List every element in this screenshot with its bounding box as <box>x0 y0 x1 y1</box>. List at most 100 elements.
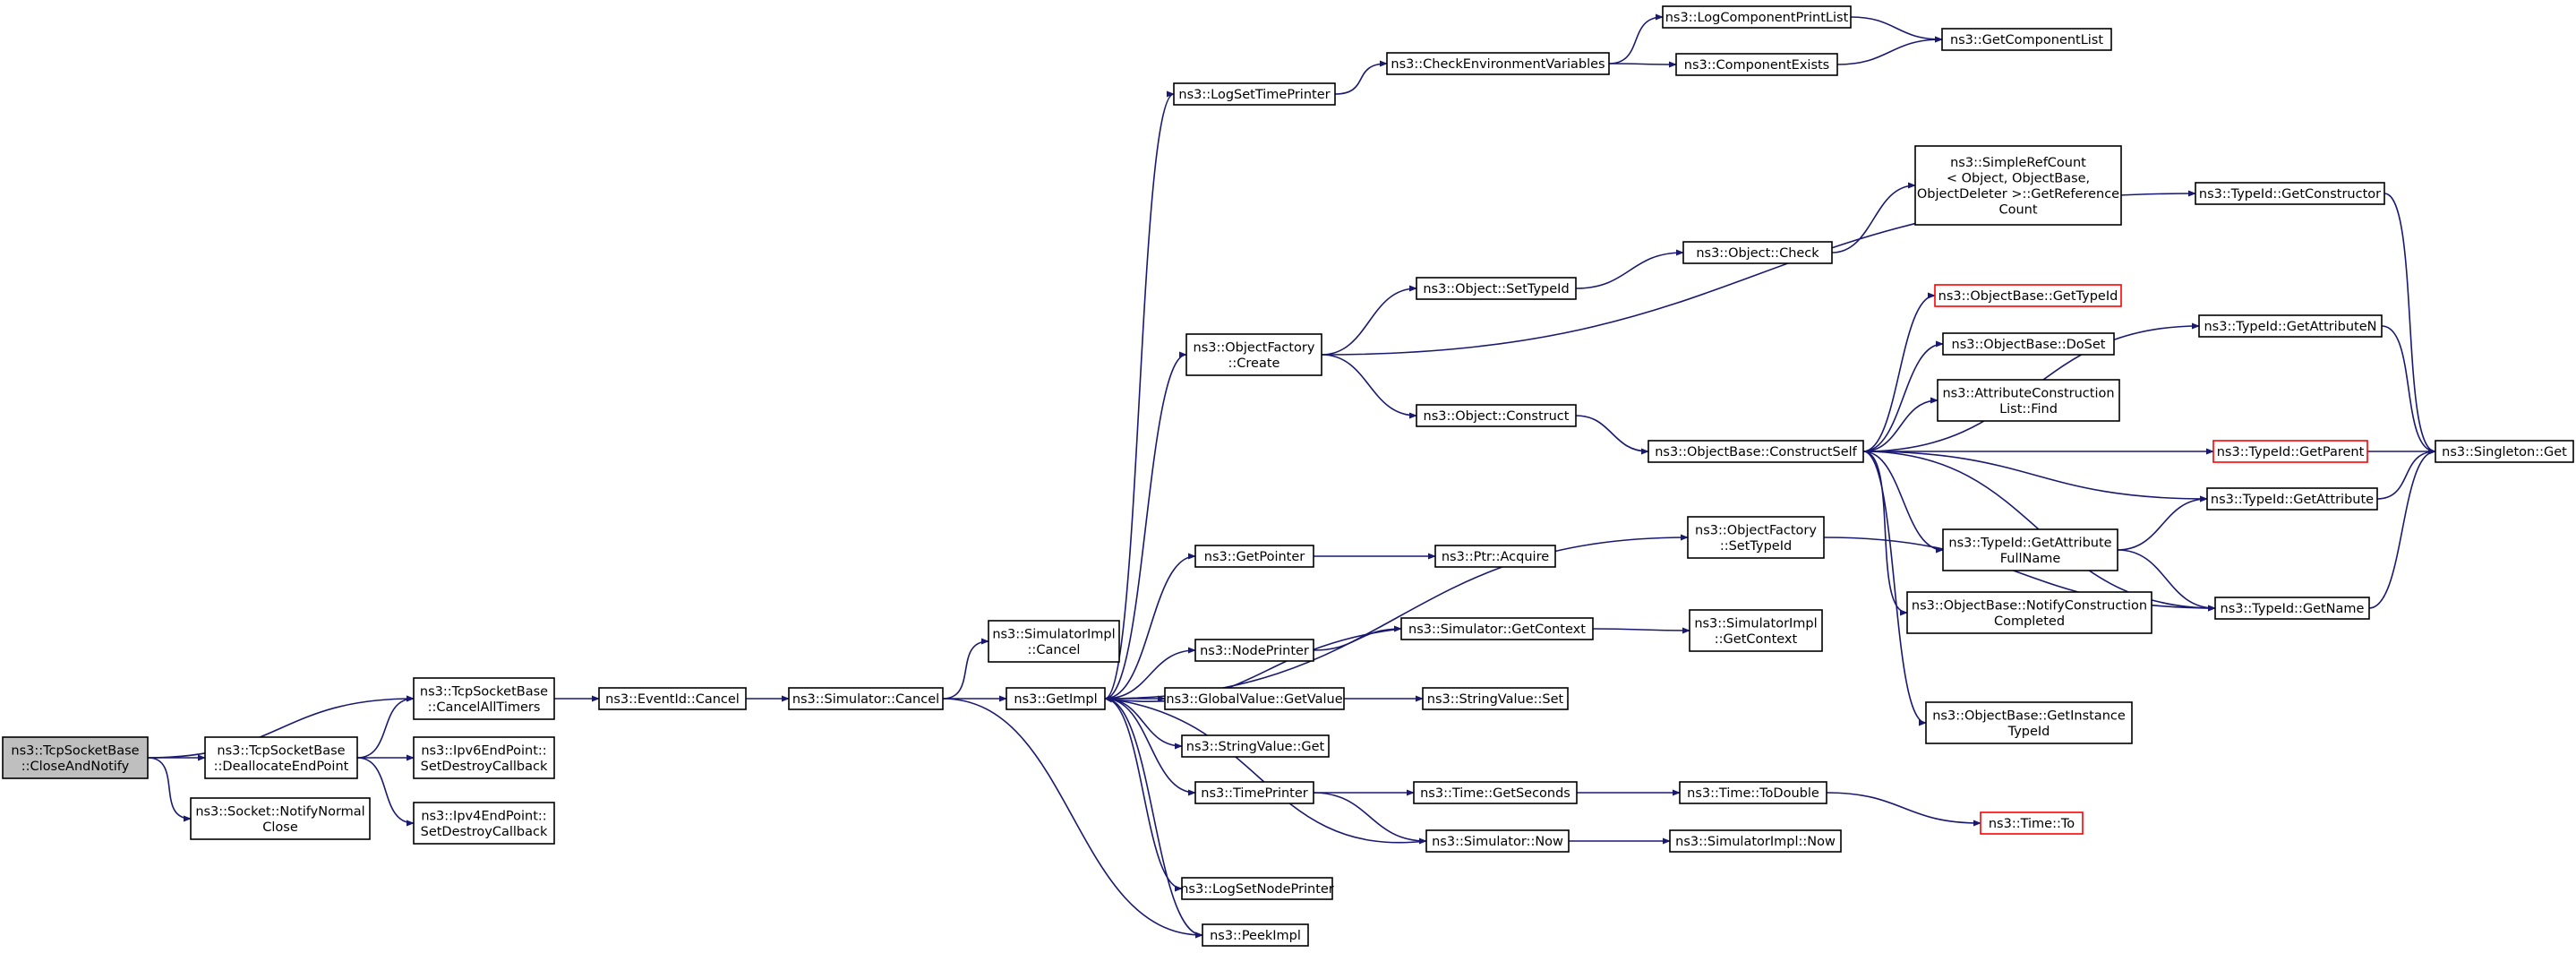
function-node-typeid_get_parent[interactable]: ns3::TypeId::GetParent <box>2212 440 2368 463</box>
function-node-object_set_type_id[interactable]: ns3::Object::SetTypeId <box>1416 277 1577 300</box>
node-box <box>1980 811 2084 835</box>
function-node-construct_self[interactable]: ns3::ObjectBase::ConstructSelf <box>1647 440 1864 463</box>
node-label-line: ns3::Object::Construct <box>1424 409 1570 424</box>
function-node-typeid_get_attribute_n[interactable]: ns3::TypeId::GetAttributeN <box>2198 314 2383 338</box>
function-node-notify_construction_completed[interactable]: ns3::ObjectBase::NotifyConstructionCompl… <box>1906 591 2152 634</box>
node-box <box>1434 545 1556 568</box>
node-box <box>413 802 555 845</box>
function-node-log_set_time_printer[interactable]: ns3::LogSetTimePrinter <box>1173 82 1336 106</box>
node-label-line: Completed <box>1994 614 2065 629</box>
node-box <box>2435 440 2574 463</box>
node-box <box>2195 182 2385 205</box>
function-node-object_construct[interactable]: ns3::Object::Construct <box>1416 404 1577 427</box>
node-box <box>1937 379 2120 422</box>
call-edges <box>147 13 2436 939</box>
function-node-singleton_get[interactable]: ns3::Singleton::Get <box>2435 440 2574 463</box>
node-label-line: ns3::Ptr::Acquire <box>1442 550 1549 564</box>
node-label-line: ns3::NodePrinter <box>1200 644 1309 658</box>
function-node-get_component_list[interactable]: ns3::GetComponentList <box>1941 28 2112 51</box>
call-edge-get_impl-to-object_factory_set_type_id <box>1104 534 1689 700</box>
call-edge-typeid_get_attribute-to-singleton_get <box>2376 448 2436 500</box>
function-node-simple_ref_count[interactable]: ns3::SimpleRefCount< Object, ObjectBase,… <box>1914 145 2122 226</box>
function-node-typeid_get_attribute[interactable]: ns3::TypeId::GetAttribute <box>2206 487 2378 511</box>
node-label-line: ns3::StringValue::Get <box>1186 740 1325 754</box>
function-node-time_to_double[interactable]: ns3::Time::ToDouble <box>1679 781 1827 804</box>
node-label-line: ns3::ObjectFactory <box>1695 523 1817 537</box>
call-edge-simulator_get_context-to-get_impl <box>1104 628 1402 703</box>
function-node-object_check[interactable]: ns3::Object::Check <box>1682 241 1833 264</box>
function-node-simulator_cancel[interactable]: ns3::Simulator::Cancel <box>788 687 944 710</box>
function-node-check_env_vars[interactable]: ns3::CheckEnvironmentVariables <box>1386 52 1610 75</box>
node-box <box>1202 923 1309 947</box>
function-node-log_component_print_list[interactable]: ns3::LogComponentPrintList <box>1662 5 1852 29</box>
call-edge-construct_self-to-attr_construction_list_find <box>1862 397 1938 452</box>
node-box <box>1669 829 1842 853</box>
function-node-typeid_get_name[interactable]: ns3::TypeId::GetName <box>2214 597 2370 620</box>
node-label-line: ns3::GetComponentList <box>1950 33 2103 47</box>
function-node-objectbase_get_type_id[interactable]: ns3::ObjectBase::GetTypeId <box>1934 284 2122 307</box>
function-node-peek_impl[interactable]: ns3::PeekImpl <box>1202 923 1309 947</box>
node-box <box>1925 701 2133 744</box>
function-node-simulatorimpl_cancel[interactable]: ns3::SimulatorImpl::Cancel <box>988 620 1120 663</box>
function-node-global_value_get_value[interactable]: ns3::GlobalValue::GetValue <box>1164 687 1345 710</box>
call-edge-close_and_notify-to-notify_normal_close <box>147 757 192 822</box>
function-node-string_value_get[interactable]: ns3::StringValue::Get <box>1181 734 1330 758</box>
function-node-log_set_node_printer[interactable]: ns3::LogSetNodePrinter <box>1180 877 1334 900</box>
call-edge-typeid_get_attribute_full_name-to-typeid_get_name <box>2117 549 2216 612</box>
function-node-simulatorimpl_get_context[interactable]: ns3::SimulatorImpl::GetContext <box>1689 609 1823 652</box>
call-edge-simulator_cancel-to-simulatorimpl_cancel <box>942 638 989 700</box>
node-label-line: ns3::SimulatorImpl::Now <box>1675 835 1836 849</box>
function-node-get_impl[interactable]: ns3::GetImpl <box>1006 687 1106 710</box>
node-box <box>2 736 149 779</box>
function-node-simulatorimpl_now[interactable]: ns3::SimulatorImpl::Now <box>1669 829 1842 853</box>
function-node-node_printer[interactable]: ns3::NodePrinter <box>1194 639 1314 662</box>
function-node-ipv6_set_destroy[interactable]: ns3::Ipv6EndPoint::SetDestroyCallback <box>413 736 555 779</box>
node-box <box>1173 82 1336 106</box>
function-node-string_value_set[interactable]: ns3::StringValue::Set <box>1422 687 1569 710</box>
function-node-object_factory_create[interactable]: ns3::ObjectFactory::Create <box>1185 333 1322 376</box>
function-node-time_to[interactable]: ns3::Time::To <box>1980 811 2084 835</box>
function-node-time_get_seconds[interactable]: ns3::Time::GetSeconds <box>1413 781 1578 804</box>
function-node-simulator_now[interactable]: ns3::Simulator::Now <box>1425 829 1570 853</box>
node-label-line: Close <box>262 820 298 835</box>
node-box <box>1942 528 2118 571</box>
node-box <box>598 687 747 710</box>
node-box <box>1687 516 1825 559</box>
node-box <box>2212 440 2368 463</box>
call-edge-object_set_type_id-to-object_check <box>1575 249 1684 289</box>
node-label-line: ns3::TypeId::GetAttribute <box>1948 536 2111 550</box>
call-edge-object_factory_create-to-object_construct <box>1321 354 1417 419</box>
node-label-line: ns3::Object::SetTypeId <box>1423 282 1569 296</box>
node-label-line: ns3::GetPointer <box>1204 550 1305 564</box>
node-label-line: ns3::ComponentExists <box>1684 58 1830 73</box>
node-label-line: SetDestroyCallback <box>421 760 548 774</box>
node-label-line: ns3::TypeId::GetAttributeN <box>2204 320 2376 334</box>
function-node-ipv4_set_destroy[interactable]: ns3::Ipv4EndPoint::SetDestroyCallback <box>413 802 555 845</box>
function-node-close_and_notify[interactable]: ns3::TcpSocketBase::CloseAndNotify <box>2 736 149 779</box>
function-node-cancel_all_timers[interactable]: ns3::TcpSocketBase::CancelAllTimers <box>413 677 555 720</box>
function-node-eventid_cancel[interactable]: ns3::EventId::Cancel <box>598 687 747 710</box>
node-label-line: ns3::TcpSocketBase <box>217 743 345 758</box>
function-node-component_exists[interactable]: ns3::ComponentExists <box>1675 53 1838 76</box>
node-label-line: ns3::Time::To <box>1989 817 2075 831</box>
call-edge-object_construct-to-construct_self <box>1575 415 1649 455</box>
function-node-deallocate_end_point[interactable]: ns3::TcpSocketBase::DeallocateEndPoint <box>204 736 358 779</box>
node-label-line: ns3::TypeId::GetAttribute <box>2211 493 2374 507</box>
node-label-line: ns3::Simulator::Now <box>1432 835 1563 849</box>
call-edge-construct_self-to-notify_construction_completed <box>1862 451 1908 616</box>
node-label-line: SetDestroyCallback <box>421 825 548 839</box>
node-box <box>1906 591 2152 634</box>
node-box <box>2198 314 2383 338</box>
function-node-ptr_acquire[interactable]: ns3::Ptr::Acquire <box>1434 545 1556 568</box>
function-node-typeid_get_constructor[interactable]: ns3::TypeId::GetConstructor <box>2195 182 2385 205</box>
function-node-objectbase_do_set[interactable]: ns3::ObjectBase::DoSet <box>1942 332 2115 356</box>
function-node-get_pointer[interactable]: ns3::GetPointer <box>1194 545 1314 568</box>
function-node-object_factory_set_type_id[interactable]: ns3::ObjectFactory::SetTypeId <box>1687 516 1825 559</box>
call-edge-time_to_double-to-time_to <box>1826 792 1981 827</box>
function-node-simulator_get_context[interactable]: ns3::Simulator::GetContext <box>1400 617 1594 640</box>
function-node-time_printer[interactable]: ns3::TimePrinter <box>1194 781 1314 804</box>
